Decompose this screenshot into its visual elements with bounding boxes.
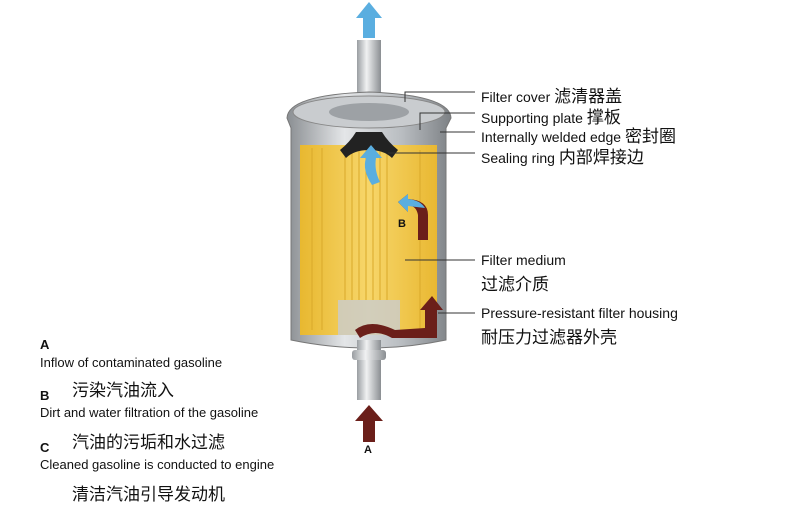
legend-b-text: Dirt and water filtration of the gasolin… — [40, 405, 259, 420]
legend-a-cn: 污染汽油流入 — [72, 381, 174, 401]
inflow-arrow — [355, 405, 383, 442]
callout-supporting-plate: Supporting plate 撑板 — [481, 108, 621, 128]
marker-a: A — [364, 444, 372, 456]
callout-sealing-ring: Sealing ring 内部焊接边 — [481, 148, 644, 168]
callout-housing-cn: 耐压力过滤器外壳 — [481, 328, 617, 348]
legend-b-cn: 汽油的污垢和水过滤 — [72, 433, 225, 453]
inlet-pipe — [357, 340, 381, 400]
legend-b-letter: B — [40, 388, 50, 403]
outflow-arrow — [356, 2, 382, 38]
legend-c-cn: 清洁汽油引导发动机 — [72, 485, 225, 505]
marker-b: B — [398, 218, 406, 230]
legend-c-letter: C — [40, 440, 50, 455]
inflow-path-arrow — [355, 296, 443, 338]
legend-c-text: Cleaned gasoline is conducted to engine — [40, 457, 275, 472]
callout-filter-medium: Filter medium — [481, 252, 566, 268]
callout-housing: Pressure-resistant filter housing — [481, 305, 678, 321]
callout-welded-edge: Internally welded edge 密封圈 — [481, 127, 676, 147]
clean-flow-arrow — [360, 145, 382, 185]
callout-filter-medium-cn: 过滤介质 — [481, 275, 549, 295]
legend-a-letter: A — [40, 337, 50, 352]
callout-filter-cover: Filter cover 滤清器盖 — [481, 87, 623, 107]
legend-a-text: Inflow of contaminated gasoline — [40, 355, 223, 370]
